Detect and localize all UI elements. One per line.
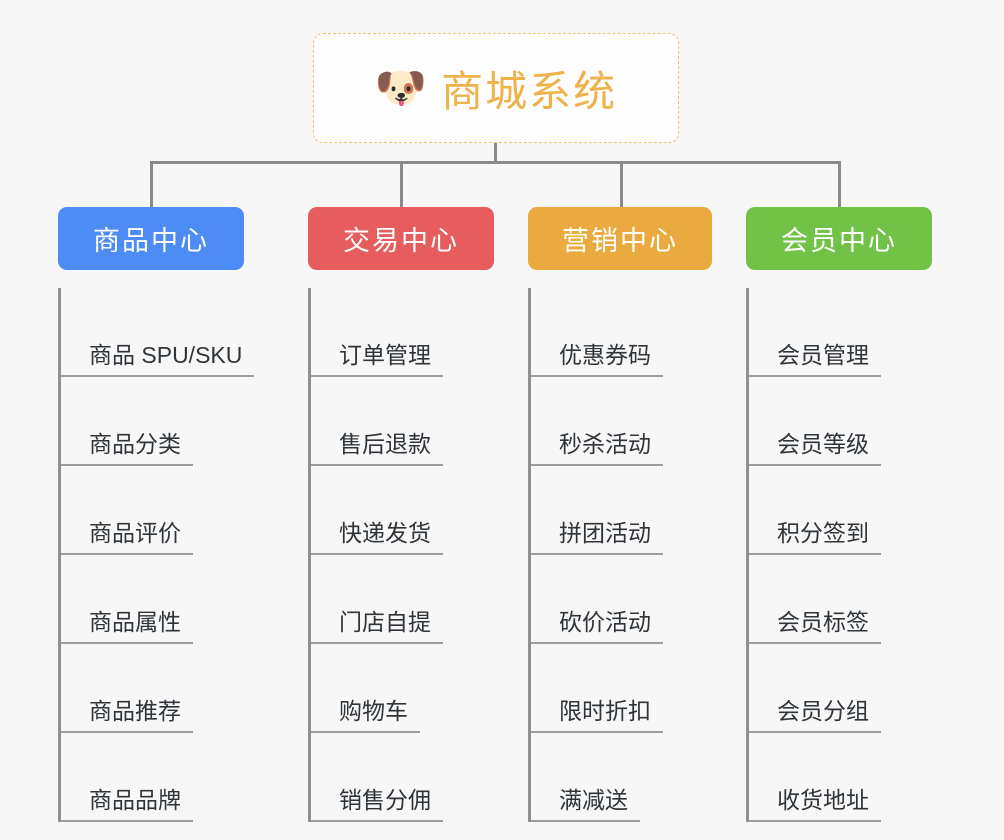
leaf-label: 售后退款	[311, 431, 443, 466]
column-marketing-center: 营销中心 优惠券码 秒杀活动 拼团活动 砍价活动 限时折扣 满减送	[528, 207, 712, 822]
branch-member-center: 会员管理 会员等级 积分签到 会员标签 会员分组 收货地址	[746, 288, 932, 822]
list-item[interactable]: 会员等级	[749, 377, 932, 466]
leaf-label: 拼团活动	[531, 520, 663, 555]
leaf-label: 会员分组	[749, 698, 881, 733]
leaf-label: 商品品牌	[61, 787, 193, 822]
category-header-product-center[interactable]: 商品中心	[58, 207, 244, 270]
list-item[interactable]: 秒杀活动	[531, 377, 712, 466]
connector-drop-3	[620, 161, 623, 208]
list-item[interactable]: 商品品牌	[61, 733, 244, 822]
leaf-label: 会员等级	[749, 431, 881, 466]
leaf-label: 商品评价	[61, 520, 193, 555]
list-item[interactable]: 会员管理	[749, 288, 932, 377]
list-item[interactable]: 售后退款	[311, 377, 494, 466]
column-member-center: 会员中心 会员管理 会员等级 积分签到 会员标签 会员分组 收货地址	[746, 207, 932, 822]
list-item[interactable]: 满减送	[531, 733, 712, 822]
list-item[interactable]: 商品属性	[61, 555, 244, 644]
branch-trade-center: 订单管理 售后退款 快递发货 门店自提 购物车 销售分佣	[308, 288, 494, 822]
list-item[interactable]: 商品评价	[61, 466, 244, 555]
leaf-label: 秒杀活动	[531, 431, 663, 466]
branch-marketing-center: 优惠券码 秒杀活动 拼团活动 砍价活动 限时折扣 满减送	[528, 288, 712, 822]
leaf-label: 砍价活动	[531, 609, 663, 644]
list-item[interactable]: 砍价活动	[531, 555, 712, 644]
root-title: 商城系统	[441, 67, 618, 115]
list-item[interactable]: 商品推荐	[61, 644, 244, 733]
list-item[interactable]: 销售分佣	[311, 733, 494, 822]
list-item[interactable]: 购物车	[311, 644, 494, 733]
root-node[interactable]: 🐶 商城系统	[313, 33, 679, 143]
leaf-label: 收货地址	[749, 787, 881, 822]
category-header-member-center[interactable]: 会员中心	[746, 207, 932, 270]
list-item[interactable]: 优惠券码	[531, 288, 712, 377]
list-item[interactable]: 快递发货	[311, 466, 494, 555]
leaf-label: 门店自提	[311, 609, 443, 644]
list-item[interactable]: 积分签到	[749, 466, 932, 555]
leaf-label: 会员管理	[749, 342, 881, 377]
list-item[interactable]: 商品分类	[61, 377, 244, 466]
leaf-label: 商品推荐	[61, 698, 193, 733]
connector-drop-4	[838, 161, 841, 208]
list-item[interactable]: 限时折扣	[531, 644, 712, 733]
list-item[interactable]: 商品 SPU/SKU	[61, 288, 255, 377]
leaf-label: 购物车	[311, 698, 420, 733]
column-trade-center: 交易中心 订单管理 售后退款 快递发货 门店自提 购物车 销售分佣	[308, 207, 494, 822]
connector-drop-2	[400, 161, 403, 208]
category-header-trade-center[interactable]: 交易中心	[308, 207, 494, 270]
leaf-label: 快递发货	[311, 520, 443, 555]
list-item[interactable]: 收货地址	[749, 733, 932, 822]
leaf-label: 积分签到	[749, 520, 881, 555]
list-item[interactable]: 会员标签	[749, 555, 932, 644]
connector-bus	[150, 161, 840, 164]
list-item[interactable]: 门店自提	[311, 555, 494, 644]
list-item[interactable]: 会员分组	[749, 644, 932, 733]
connector-drop-1	[150, 161, 153, 208]
dog-face-icon: 🐶	[374, 64, 428, 111]
leaf-label: 商品分类	[61, 431, 193, 466]
list-item[interactable]: 订单管理	[311, 288, 494, 377]
list-item[interactable]: 拼团活动	[531, 466, 712, 555]
leaf-label: 商品属性	[61, 609, 193, 644]
leaf-label: 限时折扣	[531, 698, 663, 733]
leaf-label: 满减送	[531, 787, 640, 822]
leaf-label: 商品 SPU/SKU	[61, 342, 255, 377]
connector-stem	[494, 143, 497, 163]
leaf-label: 订单管理	[311, 342, 443, 377]
leaf-label: 会员标签	[749, 609, 881, 644]
category-header-marketing-center[interactable]: 营销中心	[528, 207, 712, 270]
leaf-label: 销售分佣	[311, 787, 443, 822]
column-product-center: 商品中心 商品 SPU/SKU 商品分类 商品评价 商品属性 商品推荐 商品品牌	[58, 207, 255, 822]
leaf-label: 优惠券码	[531, 342, 663, 377]
branch-product-center: 商品 SPU/SKU 商品分类 商品评价 商品属性 商品推荐 商品品牌	[58, 288, 255, 822]
